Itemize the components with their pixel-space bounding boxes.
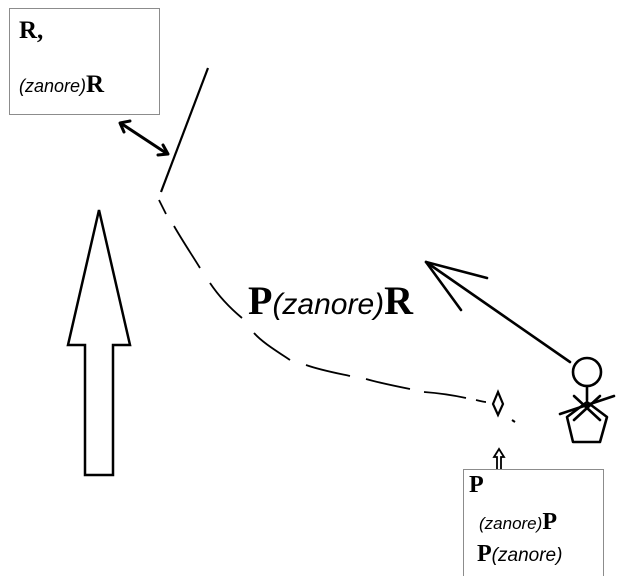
center-r-bold: R: [384, 278, 414, 323]
dashed-path: [158, 199, 487, 403]
center-zanore-italic: (zanore): [272, 288, 385, 321]
box-zanore-p-italic: (zanore): [479, 514, 543, 533]
box-p-bold-2: P: [542, 509, 557, 535]
center-p-bold: P: [248, 278, 273, 323]
box-zanore-italic: (zanore): [19, 76, 87, 96]
big-up-arrow: [66, 209, 132, 477]
box-line-zanore-r: (zanore)R: [19, 71, 104, 102]
person-figure: [558, 356, 616, 444]
double-headed-arrow: [118, 119, 170, 157]
wall-line: [159, 67, 210, 193]
box-p-bold-3: P: [477, 541, 492, 567]
box-line-p-zanore: P(zanore): [477, 540, 562, 571]
small-up-arrow: [492, 447, 506, 471]
center-label: P(zanore)R: [248, 278, 413, 333]
person-arrow: [424, 260, 572, 364]
box-line-r-comma: R,: [19, 17, 44, 44]
bottom-right-label-box: P (zanore)P P(zanore): [463, 469, 604, 576]
box-line-p: P: [469, 472, 484, 498]
diamond-marker: [491, 389, 505, 418]
box-r-bold: R: [86, 71, 105, 98]
tick-mark: [511, 419, 516, 423]
box-line-zanore-p: (zanore)P: [479, 508, 557, 539]
box-zanore-italic-3: (zanore): [491, 545, 563, 566]
top-left-label-box: R, (zanore)R: [9, 8, 160, 115]
